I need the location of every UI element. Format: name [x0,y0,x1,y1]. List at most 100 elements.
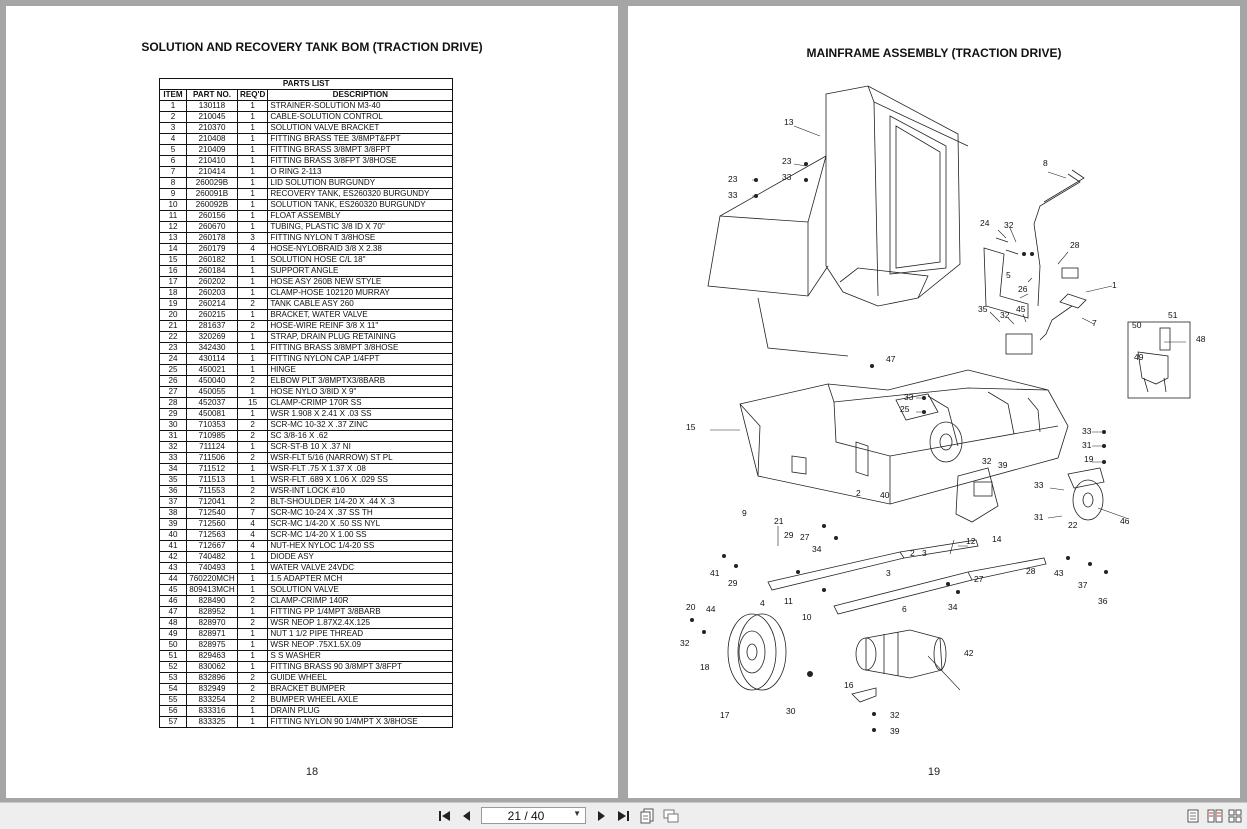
item-cell: 12 [159,221,187,233]
description-cell: WSR-FLT .75 X 1.37 X .08 [267,463,454,475]
reqd-cell: 1 [236,573,269,585]
callout-label: 29 [728,578,738,588]
two-page-view-icon[interactable] [662,807,680,825]
callout-label: 31 [1034,512,1044,522]
last-page-icon[interactable] [614,807,632,825]
prev-page-icon[interactable] [458,807,476,825]
col-part-no: PART NO. [186,89,238,101]
item-cell: 47 [159,606,187,618]
book-icon[interactable] [1206,807,1224,825]
reqd-cell: 1 [236,441,269,453]
reqd-cell: 4 [236,518,269,530]
item-cell: 7 [159,166,187,178]
part-no-cell: 828952 [186,606,238,618]
description-cell: NUT 1 1/2 PIPE THREAD [267,628,454,640]
single-page-view-icon[interactable] [639,807,657,825]
callout-label: 33 [904,392,914,402]
col-reqd: REQ'D [236,89,269,101]
part-no-cell: 828490 [186,595,238,607]
callout-label: 26 [1018,284,1028,294]
part-no-cell: 710985 [186,430,238,442]
reqd-cell: 1 [236,199,269,211]
inset-detail-drawing [1127,321,1191,399]
callout-label: 28 [1070,240,1080,250]
item-cell: 37 [159,496,187,508]
part-no-cell: 712560 [186,518,238,530]
callout-label: 15 [686,422,696,432]
description-cell: STRAINER-SOLUTION M3-40 [267,100,454,112]
callout-label: 32 [1004,220,1014,230]
callout-label: 11 [784,596,793,606]
description-cell: SCR-MC 1/4-20 X 1.00 SS [267,529,454,541]
callout-label: 47 [886,354,896,364]
callout-label: 32 [982,456,992,466]
single-page-icon[interactable] [1184,807,1202,825]
item-cell: 40 [159,529,187,541]
reqd-cell: 1 [236,265,269,277]
reqd-cell: 1 [236,254,269,266]
first-page-icon[interactable] [436,807,454,825]
right-page-title: MAINFRAME ASSEMBLY (TRACTION DRIVE) [806,46,1062,60]
callout-label: 23 [728,174,738,184]
col-item: ITEM [159,89,187,101]
part-no-cell: 260203 [186,287,238,299]
reqd-cell: 2 [236,683,269,695]
description-cell: SOLUTION TANK, ES260320 BURGUNDY [267,199,454,211]
callout-label: 22 [1068,520,1078,530]
part-no-cell: 260156 [186,210,238,222]
description-cell: GUIDE WHEEL [267,672,454,684]
caster-right-drawing [1067,467,1105,521]
callout-label: 3 [886,568,891,578]
mainframe-assembly-diagram: 1323332333824322851263532457515048494733… [680,85,1206,736]
description-cell: FITTING PP 1/4MPT 3/8BARB [267,606,454,618]
item-cell: 35 [159,474,187,486]
part-no-cell: 260092B [186,199,238,211]
support-angle-drawing [851,687,877,703]
part-no-cell: 260182 [186,254,238,266]
callout-label: 33 [728,190,738,200]
description-cell: SCR-ST-B 10 X .37 NI [267,441,454,453]
part-no-cell: 452037 [186,397,238,409]
item-cell: 34 [159,463,187,475]
item-cell: 13 [159,232,187,244]
callout-label: 32 [680,638,690,648]
item-cell: 28 [159,397,187,409]
item-cell: 44 [159,573,187,585]
description-cell: BLT-SHOULDER 1/4-20 X .44 X .3 [267,496,454,508]
part-no-cell: 833316 [186,705,238,717]
item-cell: 6 [159,155,187,167]
page-number-select[interactable]: 21 / 40 ▼ [481,807,586,824]
item-cell: 4 [159,133,187,145]
part-no-cell: 450055 [186,386,238,398]
reqd-cell: 1 [236,551,269,563]
reqd-cell: 1 [236,111,269,123]
reqd-cell: 1 [236,353,269,365]
reqd-cell: 1 [236,463,269,475]
item-cell: 53 [159,672,187,684]
part-no-cell: 210414 [186,166,238,178]
description-cell: FITTING NYLON CAP 1/4FPT [267,353,454,365]
next-page-icon[interactable] [592,807,610,825]
callout-label: 25 [900,404,910,414]
grid-icon[interactable] [1226,807,1244,825]
callout-label: 14 [992,534,1002,544]
callout-label: 8 [1043,158,1048,168]
callout-label: 34 [812,544,822,554]
